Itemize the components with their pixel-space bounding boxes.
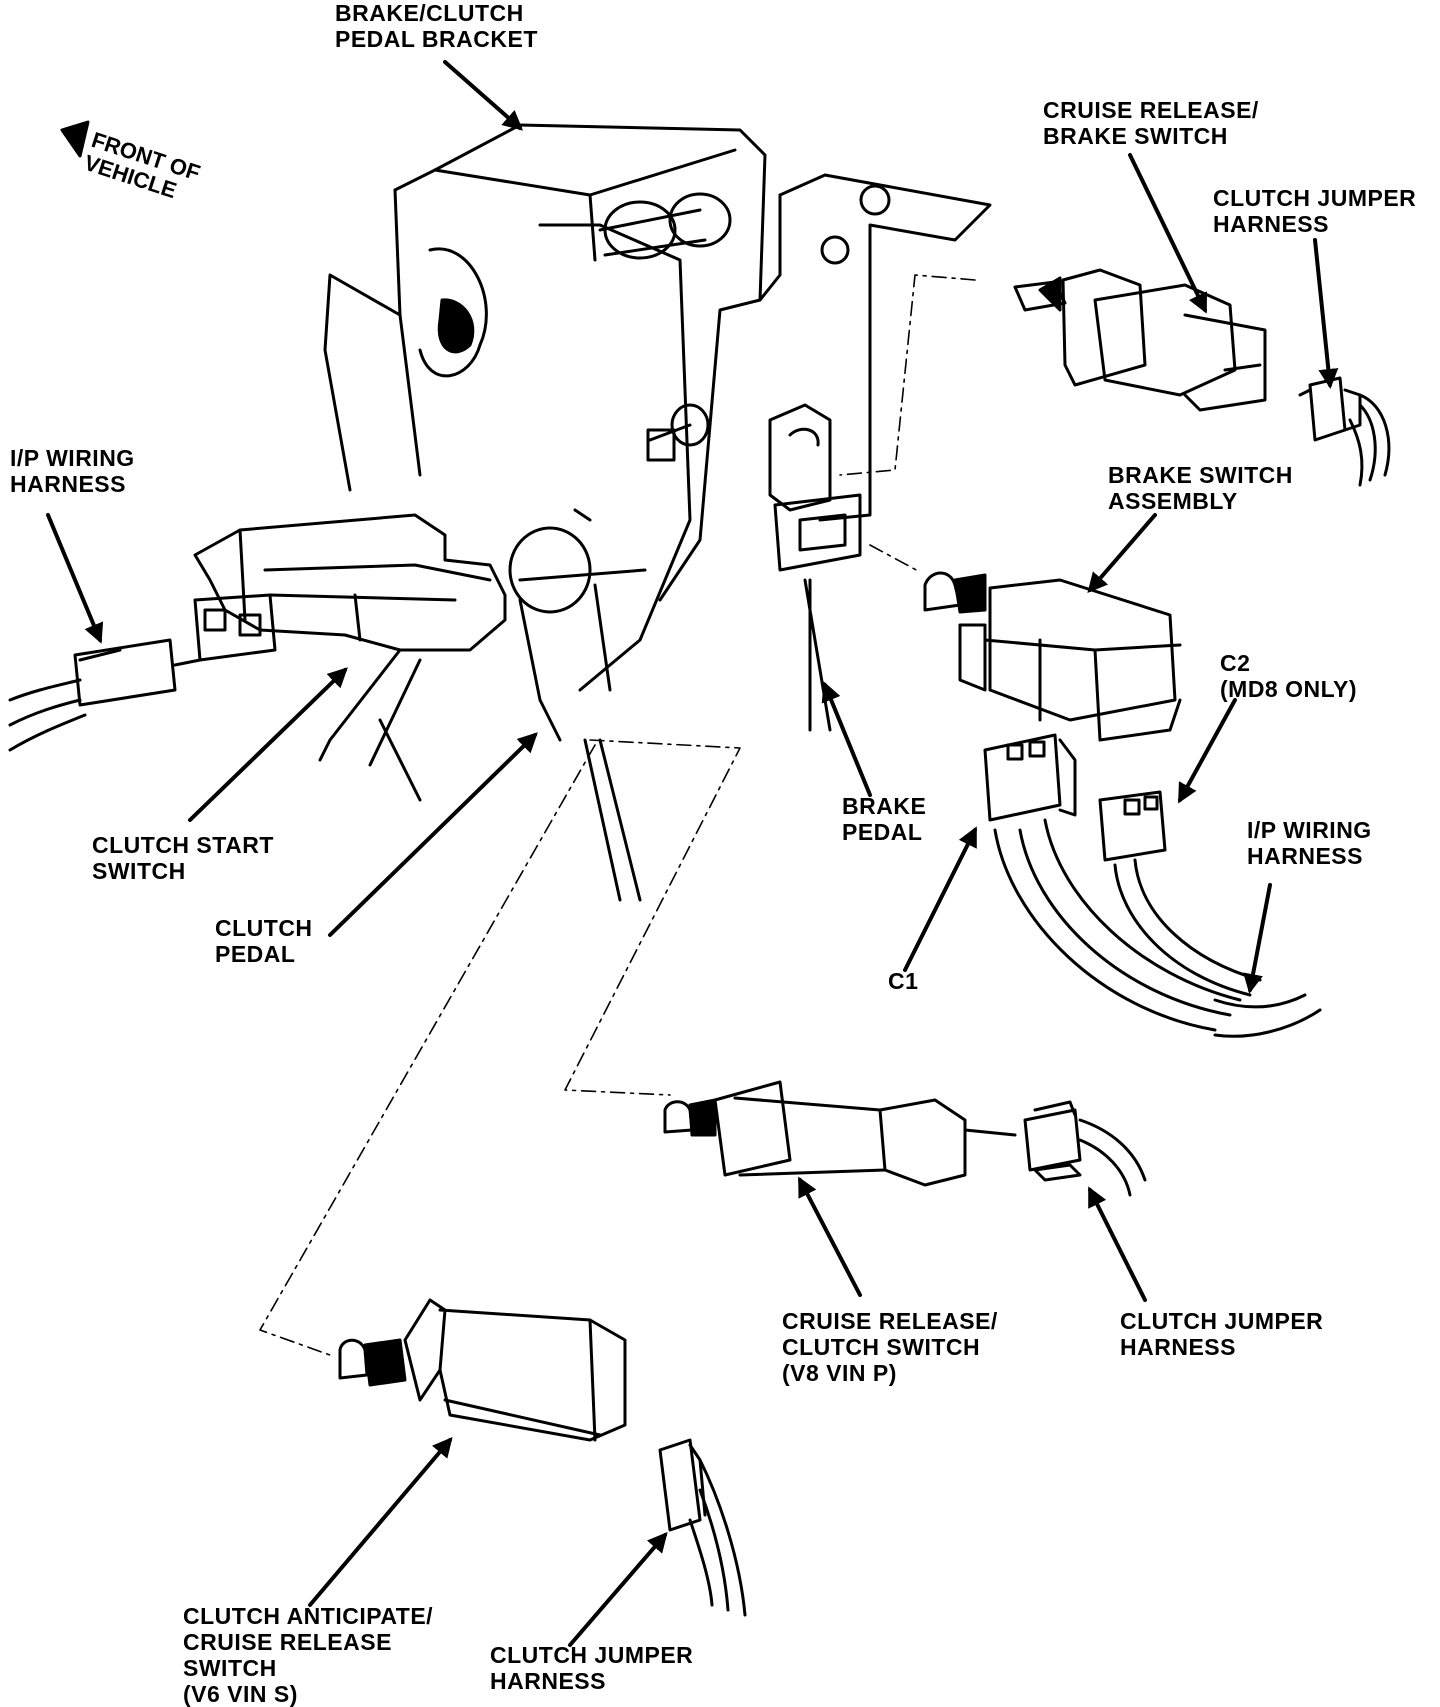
label-clutch-jumper-harness-mid: CLUTCH JUMPER HARNESS bbox=[1120, 1308, 1324, 1360]
c2-connector bbox=[1098, 790, 1322, 1038]
label-c2: C2 (MD8 ONLY) bbox=[1220, 650, 1358, 702]
arrow-cruise-clutch-switch bbox=[798, 1176, 862, 1297]
arrow-clutch-pedal bbox=[328, 732, 538, 937]
clutch-jumper-harness-bottom bbox=[658, 1438, 747, 1617]
label-brake-pedal: BRAKE PEDAL bbox=[842, 793, 927, 845]
arrow-bracket bbox=[443, 60, 524, 131]
arrow-ip-harness-left bbox=[46, 513, 104, 644]
pedal-bracket bbox=[323, 123, 767, 692]
clutch-pedal-arm bbox=[378, 583, 642, 902]
leader-lines bbox=[259, 274, 976, 1356]
clutch-jumper-harness-top bbox=[1298, 376, 1391, 487]
arrow-c1 bbox=[903, 826, 977, 972]
label-clutch-start-switch: CLUTCH START SWITCH bbox=[92, 832, 274, 884]
label-clutch-pedal: CLUTCH PEDAL bbox=[215, 915, 313, 967]
clutch-anticipate-switch bbox=[338, 1298, 627, 1442]
c1-connector bbox=[983, 733, 1242, 1032]
arrow-brake-pedal bbox=[821, 681, 872, 797]
arrow-c2 bbox=[1178, 698, 1237, 804]
arrow-brake-switch-assembly bbox=[1087, 513, 1157, 594]
arrow-anticipate-switch bbox=[308, 1436, 453, 1607]
arrow-clutch-start-switch bbox=[188, 667, 348, 822]
arrow-clutch-jumper-bottom bbox=[568, 1531, 668, 1647]
arrow-cruise-brake-switch bbox=[1128, 153, 1208, 314]
label-cruise-release-brake-switch: CRUISE RELEASE/ BRAKE SWITCH bbox=[1043, 97, 1259, 149]
cruise-release-clutch-switch bbox=[663, 1080, 1017, 1187]
clutch-jumper-harness-mid bbox=[1023, 1100, 1147, 1197]
arrow-clutch-jumper-mid bbox=[1088, 1186, 1147, 1302]
label-clutch-jumper-harness-top: CLUTCH JUMPER HARNESS bbox=[1213, 185, 1417, 237]
clutch-start-switch bbox=[193, 513, 507, 767]
brake-pedal-arm bbox=[758, 173, 992, 732]
arrow-ip-harness-right bbox=[1243, 883, 1272, 994]
ip-harness-left-connector bbox=[8, 638, 202, 752]
label-clutch-anticipate-switch: CLUTCH ANTICIPATE/ CRUISE RELEASE SWITCH… bbox=[183, 1603, 434, 1707]
label-ip-wiring-harness-left: I/P WIRING HARNESS bbox=[10, 445, 135, 497]
label-ip-wiring-harness-right: I/P WIRING HARNESS bbox=[1247, 817, 1372, 869]
label-clutch-jumper-harness-bottom: CLUTCH JUMPER HARNESS bbox=[490, 1642, 694, 1694]
arrow-clutch-jumper-top bbox=[1313, 238, 1339, 389]
label-brake-switch-assembly: BRAKE SWITCH ASSEMBLY bbox=[1108, 462, 1293, 514]
brake-switch-assembly bbox=[923, 571, 1182, 742]
label-c1: C1 bbox=[888, 968, 919, 994]
cruise-release-brake-switch bbox=[1013, 268, 1267, 412]
pointer-arrows bbox=[46, 60, 1339, 1647]
front-arrow-icon bbox=[60, 120, 90, 158]
label-pedal-bracket: BRAKE/CLUTCH PEDAL BRACKET bbox=[335, 0, 538, 52]
label-cruise-release-clutch-switch: CRUISE RELEASE/ CLUTCH SWITCH (V8 VIN P) bbox=[782, 1308, 998, 1386]
